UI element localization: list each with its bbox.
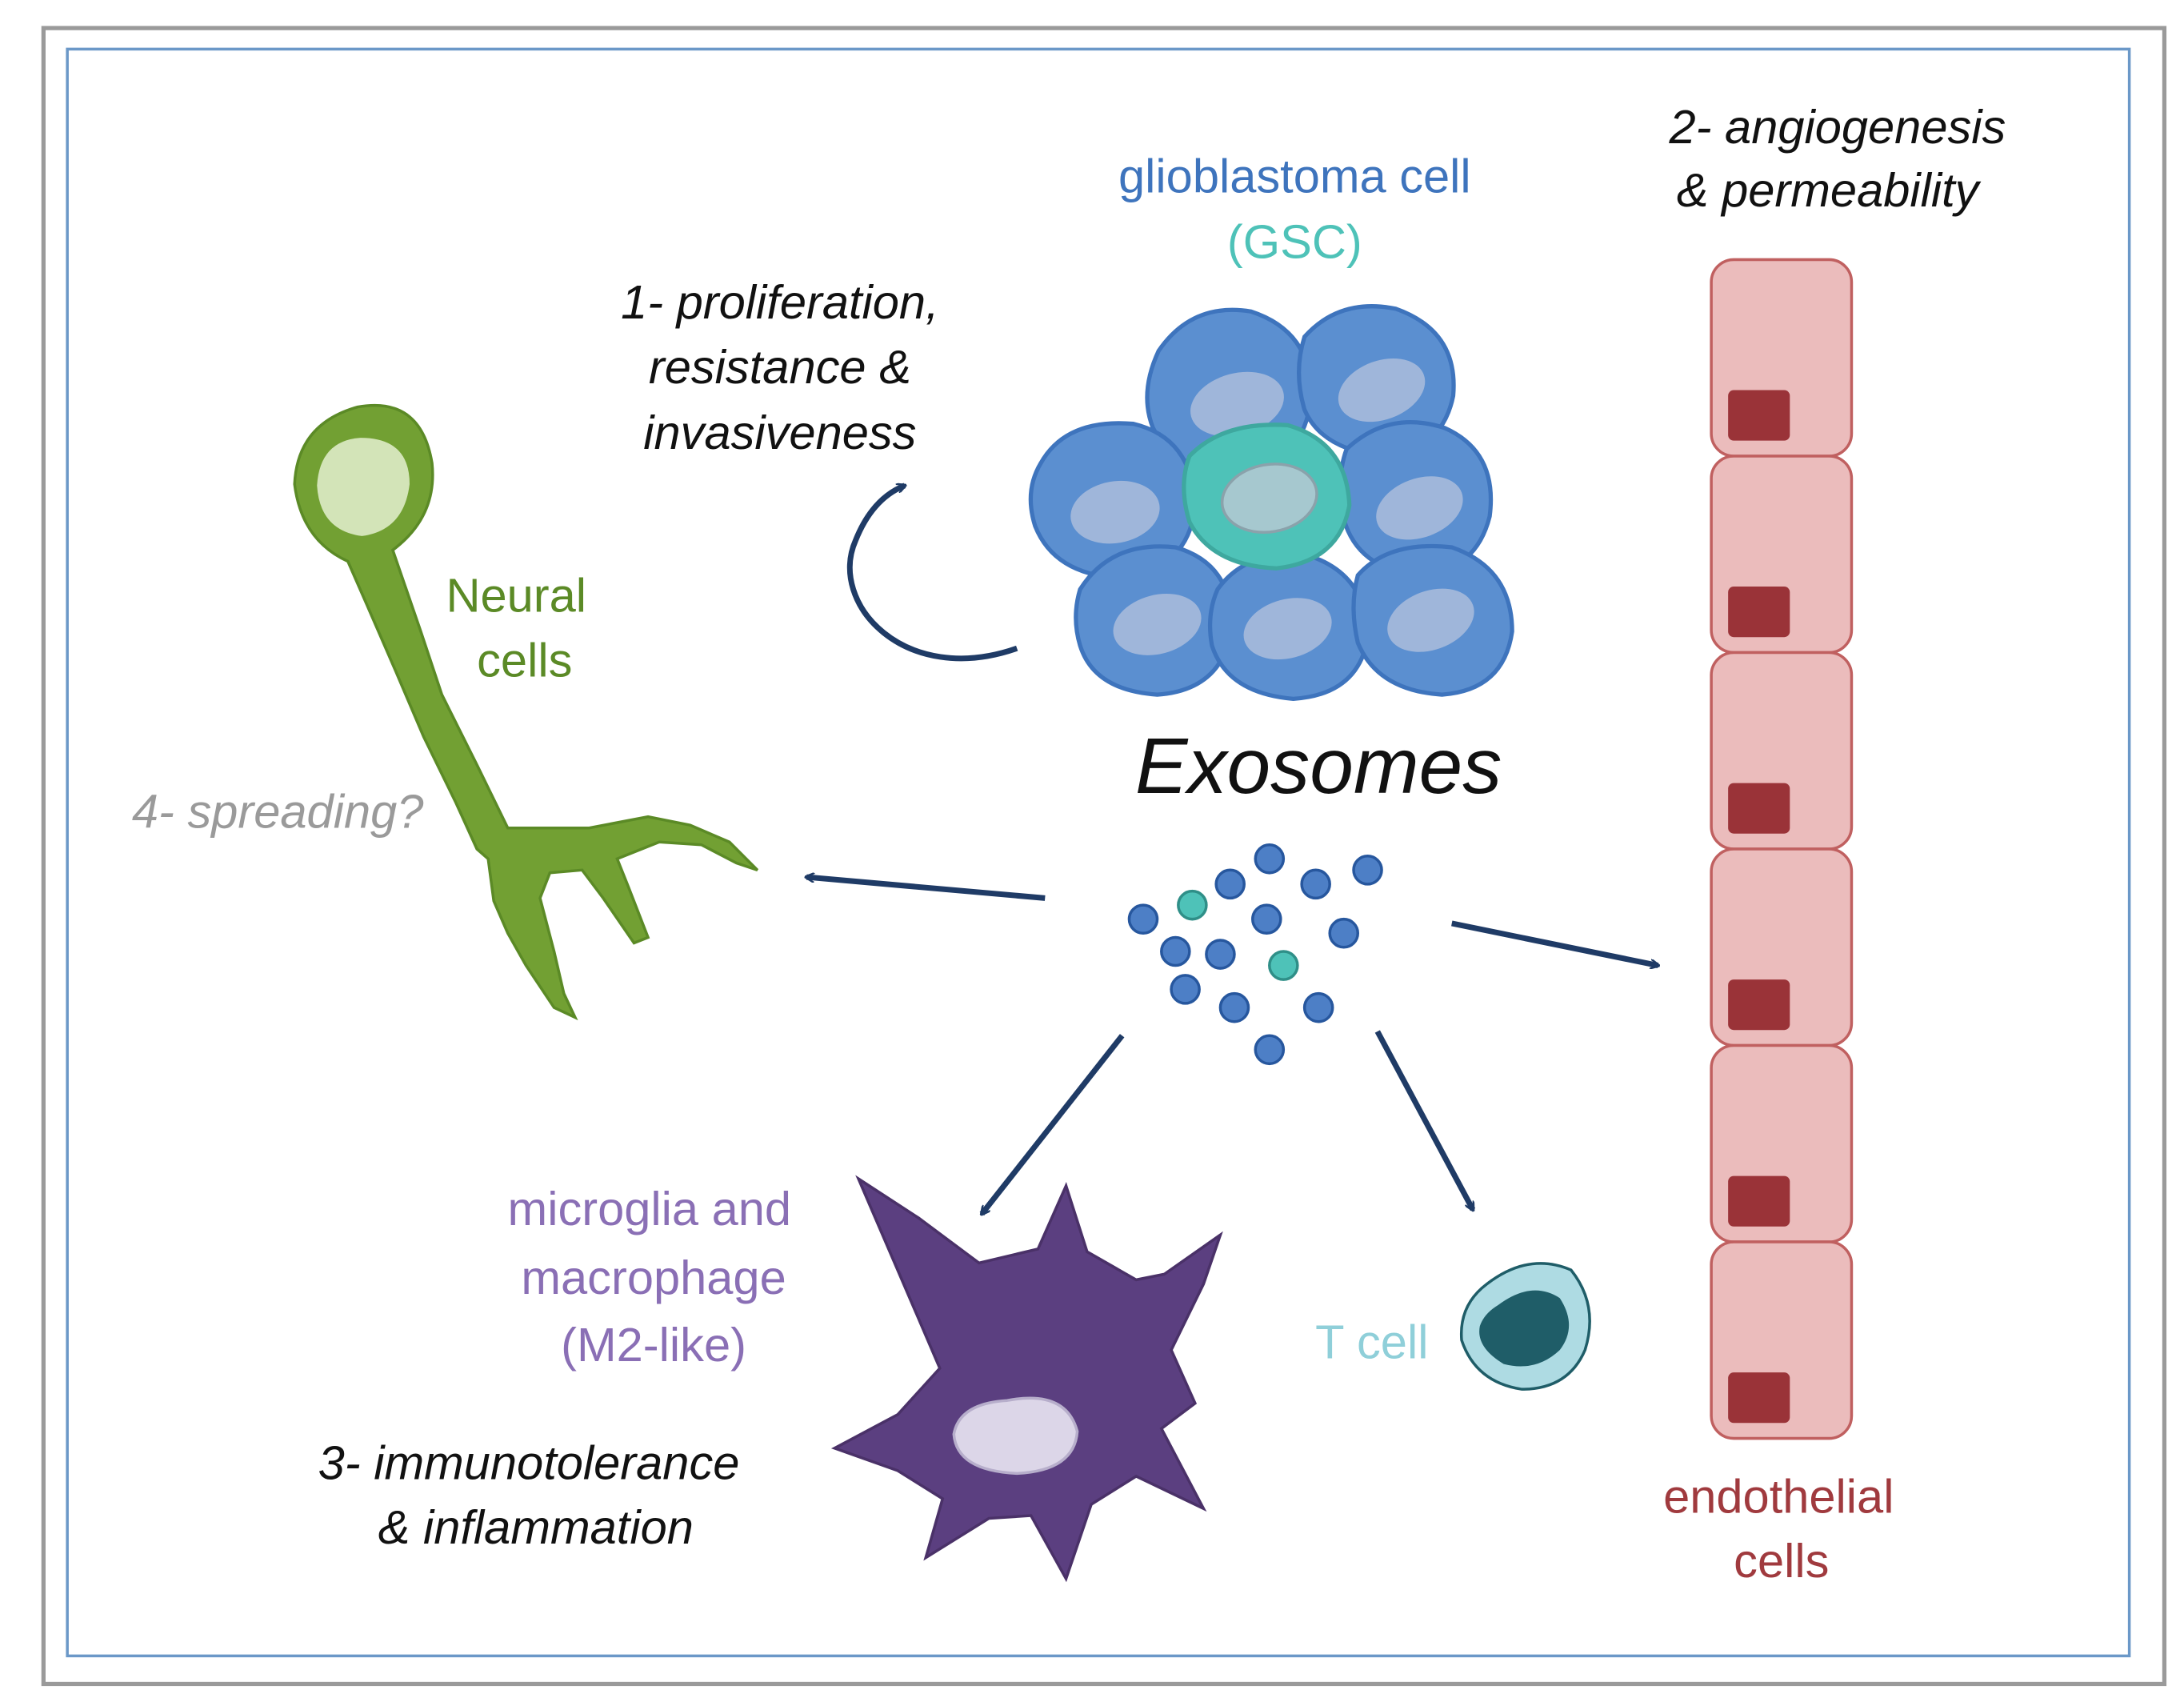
- m2-like-label: (M2-like): [561, 1318, 746, 1372]
- resistance-label: resistance &: [649, 340, 911, 394]
- exosome: [1254, 843, 1286, 875]
- microglia-label: microglia and: [508, 1182, 791, 1235]
- tumor-cell-nucleus: [1338, 358, 1426, 422]
- exosome: [1300, 868, 1331, 900]
- neural-cell: [293, 403, 759, 1021]
- t-cell-label: T cell: [1315, 1316, 1428, 1369]
- tumor-cell-nucleus: [1376, 476, 1463, 540]
- invasiveness-label: invasiveness: [643, 406, 916, 459]
- tumor-cell-nucleus: [1190, 371, 1284, 437]
- exosome-cloud: [1127, 843, 1383, 1066]
- autocrine-arrow: [846, 486, 1018, 662]
- exosome: [1170, 974, 1201, 1005]
- endothelial-nucleus: [1728, 1372, 1790, 1424]
- endothelial-label: endothelial: [1663, 1470, 1894, 1524]
- arrow-to-microglia: [982, 1034, 1125, 1214]
- endothelial-column: [1710, 258, 1854, 1440]
- t-cell-nucleus: [1479, 1290, 1570, 1367]
- tumor-cell-nucleus: [1070, 480, 1160, 544]
- spreading-label: 4- spreading?: [132, 785, 423, 839]
- exosome: [1268, 950, 1299, 981]
- tumor-cell-nucleus: [1113, 593, 1202, 655]
- arrow-to-neural: [806, 877, 1046, 901]
- endothelial-nucleus: [1728, 390, 1790, 441]
- neural-cells-label: cells: [477, 633, 572, 687]
- exosome: [1251, 903, 1282, 935]
- tumor-cell-nucleus: [1243, 598, 1332, 660]
- exosome: [1177, 889, 1208, 921]
- immunotolerance-label: 3- immunotolerance: [318, 1436, 740, 1489]
- endothelial-nucleus: [1728, 783, 1790, 834]
- neural-soma: [317, 438, 410, 536]
- endothelial-nucleus: [1728, 587, 1790, 638]
- gsc-label: (GSC): [1227, 215, 1362, 269]
- exosome: [1205, 939, 1236, 970]
- arrow-to-endothelial: [1451, 920, 1658, 966]
- proliferation-label: 1- proliferation,: [621, 275, 939, 329]
- exosome: [1254, 1034, 1286, 1066]
- inflammation-label: & inflammation: [378, 1500, 694, 1554]
- macrophage-label: macrophage: [521, 1251, 786, 1304]
- exosome: [1160, 935, 1191, 967]
- exosome: [1218, 991, 1250, 1023]
- arrow-to-t-cell: [1374, 1030, 1476, 1210]
- gsc-cell-nucleus: [1220, 463, 1318, 535]
- microglia-nucleus: [952, 1396, 1079, 1476]
- glioblastoma-label: glioblastoma cell: [1118, 149, 1471, 202]
- angiogenesis-label: 2- angiogenesis: [1669, 100, 2006, 154]
- permeability-label: & permeability: [1677, 163, 1982, 217]
- microglia-body: [830, 1175, 1223, 1583]
- exosome: [1127, 903, 1159, 935]
- exosome: [1214, 868, 1246, 900]
- glioblastoma-cluster: [1028, 304, 1514, 701]
- microglia-cell: [830, 1175, 1223, 1583]
- exosome: [1302, 991, 1334, 1023]
- exosomes-label: Exosomes: [1135, 722, 1502, 810]
- t-cell: [1459, 1262, 1591, 1391]
- endothelial-nucleus: [1728, 1175, 1790, 1227]
- tumor-cell-nucleus: [1387, 588, 1474, 652]
- endothelial-nucleus: [1728, 979, 1790, 1031]
- endothelial-cells-label: cells: [1734, 1534, 1829, 1588]
- exosome: [1328, 917, 1360, 949]
- exosome: [1352, 855, 1383, 886]
- neural-label: Neural: [446, 569, 586, 623]
